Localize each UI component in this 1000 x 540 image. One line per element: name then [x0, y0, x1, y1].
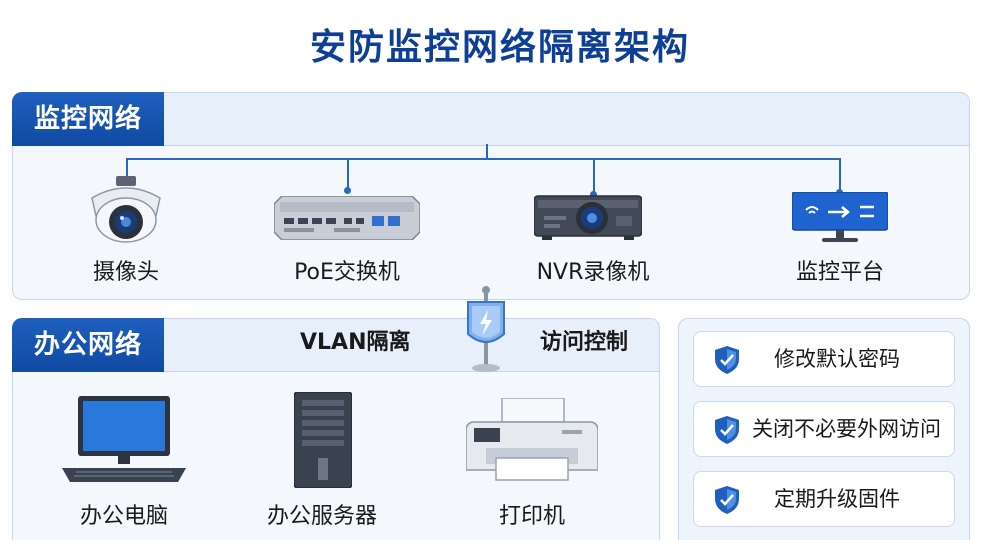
bus-node-switch: [344, 187, 351, 194]
shield-check-icon: [715, 346, 739, 374]
security-item-close-external-access: 关闭不必要外网访问: [693, 401, 955, 457]
bus-drop-platform: [839, 158, 841, 192]
desktop-computer-icon: [62, 396, 186, 482]
bus-drop-camera: [126, 158, 128, 180]
security-measures-panel: 修改默认密码 关闭不必要外网访问 定期升级固件: [678, 318, 970, 540]
page-title: 安防监控网络隔离架构: [309, 27, 690, 68]
access-control-label: 访问控制: [540, 330, 629, 355]
bus-node-nvr: [590, 191, 597, 198]
office-network-label: 办公网络: [12, 318, 165, 372]
monitor-platform-icon: [792, 192, 888, 242]
device-label-office-server: 办公服务器: [266, 504, 378, 529]
monitor-network-header: [13, 93, 969, 146]
security-item-label: 修改默认密码: [774, 347, 900, 371]
monitor-network-label: 监控网络: [12, 92, 165, 146]
device-label-office-pc: 办公电脑: [79, 504, 169, 529]
nvr-icon: [534, 195, 642, 240]
security-item-change-password: 修改默认密码: [693, 331, 955, 387]
firewall-flag-icon: [467, 286, 505, 372]
bus-drop-switch: [347, 158, 349, 190]
device-label-camera: 摄像头: [92, 260, 160, 285]
printer-icon: [466, 398, 598, 481]
bus-horizontal: [126, 158, 841, 160]
switch-icon: [274, 196, 420, 240]
bus-drop-nvr: [593, 158, 595, 194]
device-label-monitor-platform: 监控平台: [795, 260, 885, 285]
security-item-label: 定期升级固件: [774, 487, 900, 511]
server-tower-icon: [294, 392, 352, 488]
security-item-firmware-upgrade: 定期升级固件: [693, 471, 955, 527]
security-item-label: 关闭不必要外网访问: [752, 417, 941, 441]
bus-trunk: [486, 144, 488, 160]
shield-check-icon: [715, 486, 739, 514]
device-label-printer: 打印机: [498, 504, 566, 529]
camera-icon: [91, 176, 161, 243]
device-label-poe-switch: PoE交换机: [294, 260, 400, 285]
shield-check-icon: [715, 416, 739, 444]
device-label-nvr: NVR录像机: [536, 260, 650, 285]
vlan-isolation-label: VLAN隔离: [300, 330, 411, 355]
